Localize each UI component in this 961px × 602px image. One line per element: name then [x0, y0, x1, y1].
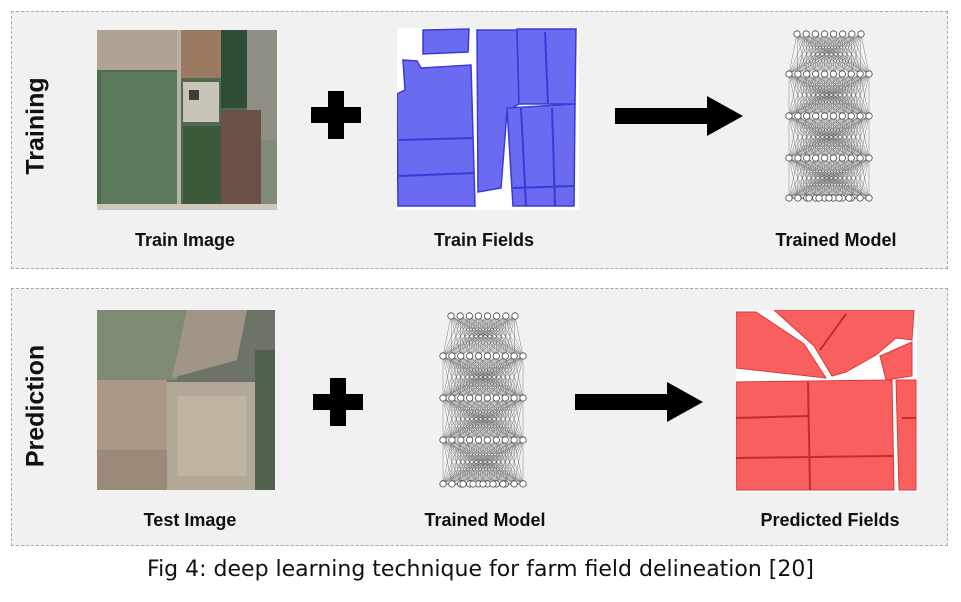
predicted-fields-image — [736, 310, 917, 492]
prediction-label: Prediction — [21, 344, 50, 468]
figure-caption: Fig 4: deep learning technique for farm … — [147, 557, 814, 582]
train-image — [97, 30, 277, 210]
plus-icon — [311, 91, 361, 139]
neural-network-icon — [785, 30, 873, 202]
train-fields-image — [397, 28, 579, 210]
test-image-caption: Test Image — [143, 510, 237, 530]
predicted-fields-caption: Predicted Fields — [760, 510, 900, 530]
test-image — [97, 310, 275, 490]
training-label: Training — [21, 77, 50, 175]
arrow-right-icon — [575, 382, 703, 422]
trained-model-caption: Trained Model — [424, 510, 546, 530]
neural-network-icon — [439, 312, 527, 488]
train-fields-caption: Train Fields — [433, 230, 535, 250]
train-image-caption: Train Image — [134, 230, 236, 250]
trained-model-caption: Trained Model — [775, 230, 897, 250]
arrow-right-icon — [615, 96, 743, 136]
plus-icon — [313, 378, 363, 426]
